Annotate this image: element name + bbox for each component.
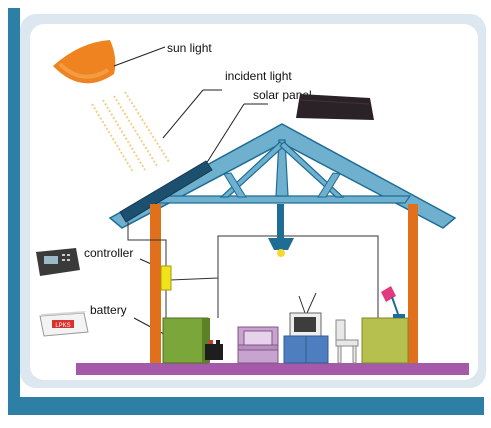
battery-icon: LPKS — [39, 311, 89, 337]
armchair-icon — [237, 326, 279, 364]
label-sun-light: sun light — [167, 41, 212, 55]
frame-left-bar — [8, 8, 20, 413]
incident-light-leader — [162, 89, 204, 139]
chair-icon — [335, 319, 359, 364]
light-bulb-icon — [268, 204, 294, 257]
frame-bottom-bar — [8, 397, 484, 415]
table — [361, 317, 409, 364]
label-battery: battery — [90, 303, 127, 317]
sun-icon — [53, 40, 116, 84]
label-solar-panel: solar panel — [253, 88, 312, 102]
right-wall — [408, 204, 418, 364]
left-wall — [150, 204, 161, 364]
light-rays — [91, 91, 170, 173]
battery-brand-text: LPKS — [55, 323, 70, 329]
controller-unit — [160, 265, 172, 291]
floor — [76, 363, 469, 375]
desk-lamp-icon — [381, 286, 405, 318]
wiring — [127, 222, 379, 346]
label-incident-light: incident light — [225, 69, 292, 83]
solar-panel-leader — [205, 103, 245, 165]
label-leaders — [113, 46, 268, 341]
controller-device-icon — [36, 248, 80, 276]
roof-solar-panel — [119, 160, 213, 223]
battery-cabinet — [162, 317, 223, 364]
solar-panel-icon — [296, 94, 374, 120]
sun-light-leader — [113, 46, 166, 67]
label-controller: controller — [84, 246, 133, 260]
television-icon — [283, 292, 329, 364]
roof — [108, 123, 457, 229]
